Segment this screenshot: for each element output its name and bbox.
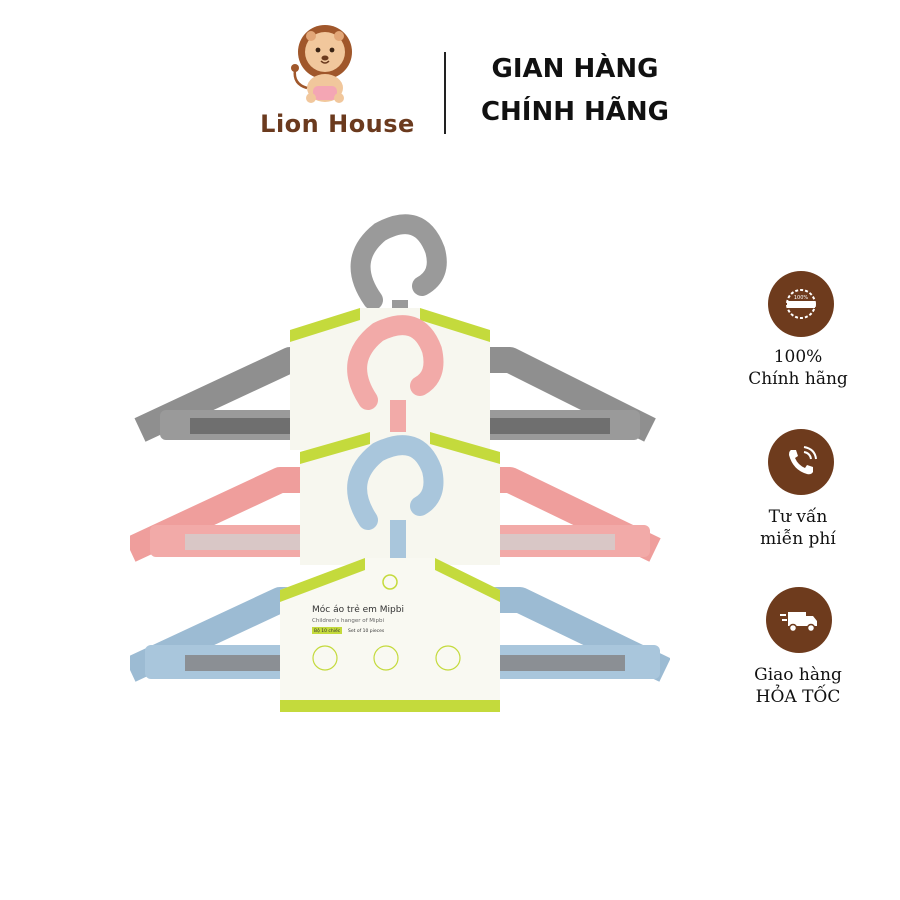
pink-pack-card [300,432,500,565]
phone-call-icon [768,429,834,495]
product-image: Móc áo trẻ em Mipbi Children's hanger of… [124,200,671,720]
header-divider [444,52,446,134]
pack-title: Móc áo trẻ em Mipbi [312,604,404,615]
feature-authentic-line2: Chính hãng [748,369,848,389]
feature-consult-line2: miễn phí [760,529,836,549]
delivery-truck-icon [766,587,832,653]
tagline-line-1: GIAN HÀNG [491,54,659,84]
lion-logo [285,22,365,104]
feature-consult: Tư vấn miễn phí [718,506,878,550]
feature-delivery-line1: Giao hàng [754,665,842,685]
certified-100-icon: 100% [768,271,834,337]
feature-authentic: 100% Chính hãng [718,346,878,390]
blue-pack-card: Móc áo trẻ em Mipbi Children's hanger of… [280,558,500,712]
feature-delivery-line2: HỎA TỐC [755,687,841,707]
svg-text:100%: 100% [794,295,809,301]
pack-count-vi: Bộ 10 chiếc [314,627,341,634]
tagline-line-2: CHÍNH HÃNG [480,97,670,127]
feature-express-delivery: Giao hàng HỎA TỐC [718,664,878,708]
feature-authentic-line1: 100% [773,347,823,367]
feature-consult-line1: Tư vấn [768,507,828,527]
pack-subtitle: Children's hanger of Mipbi [312,618,385,624]
authentic-store-tagline: GIAN HÀNG CHÍNH HÃNG [470,48,680,134]
pack-count-en: Set of 10 pieces [348,628,385,634]
brand-name: Lion House [260,110,415,138]
